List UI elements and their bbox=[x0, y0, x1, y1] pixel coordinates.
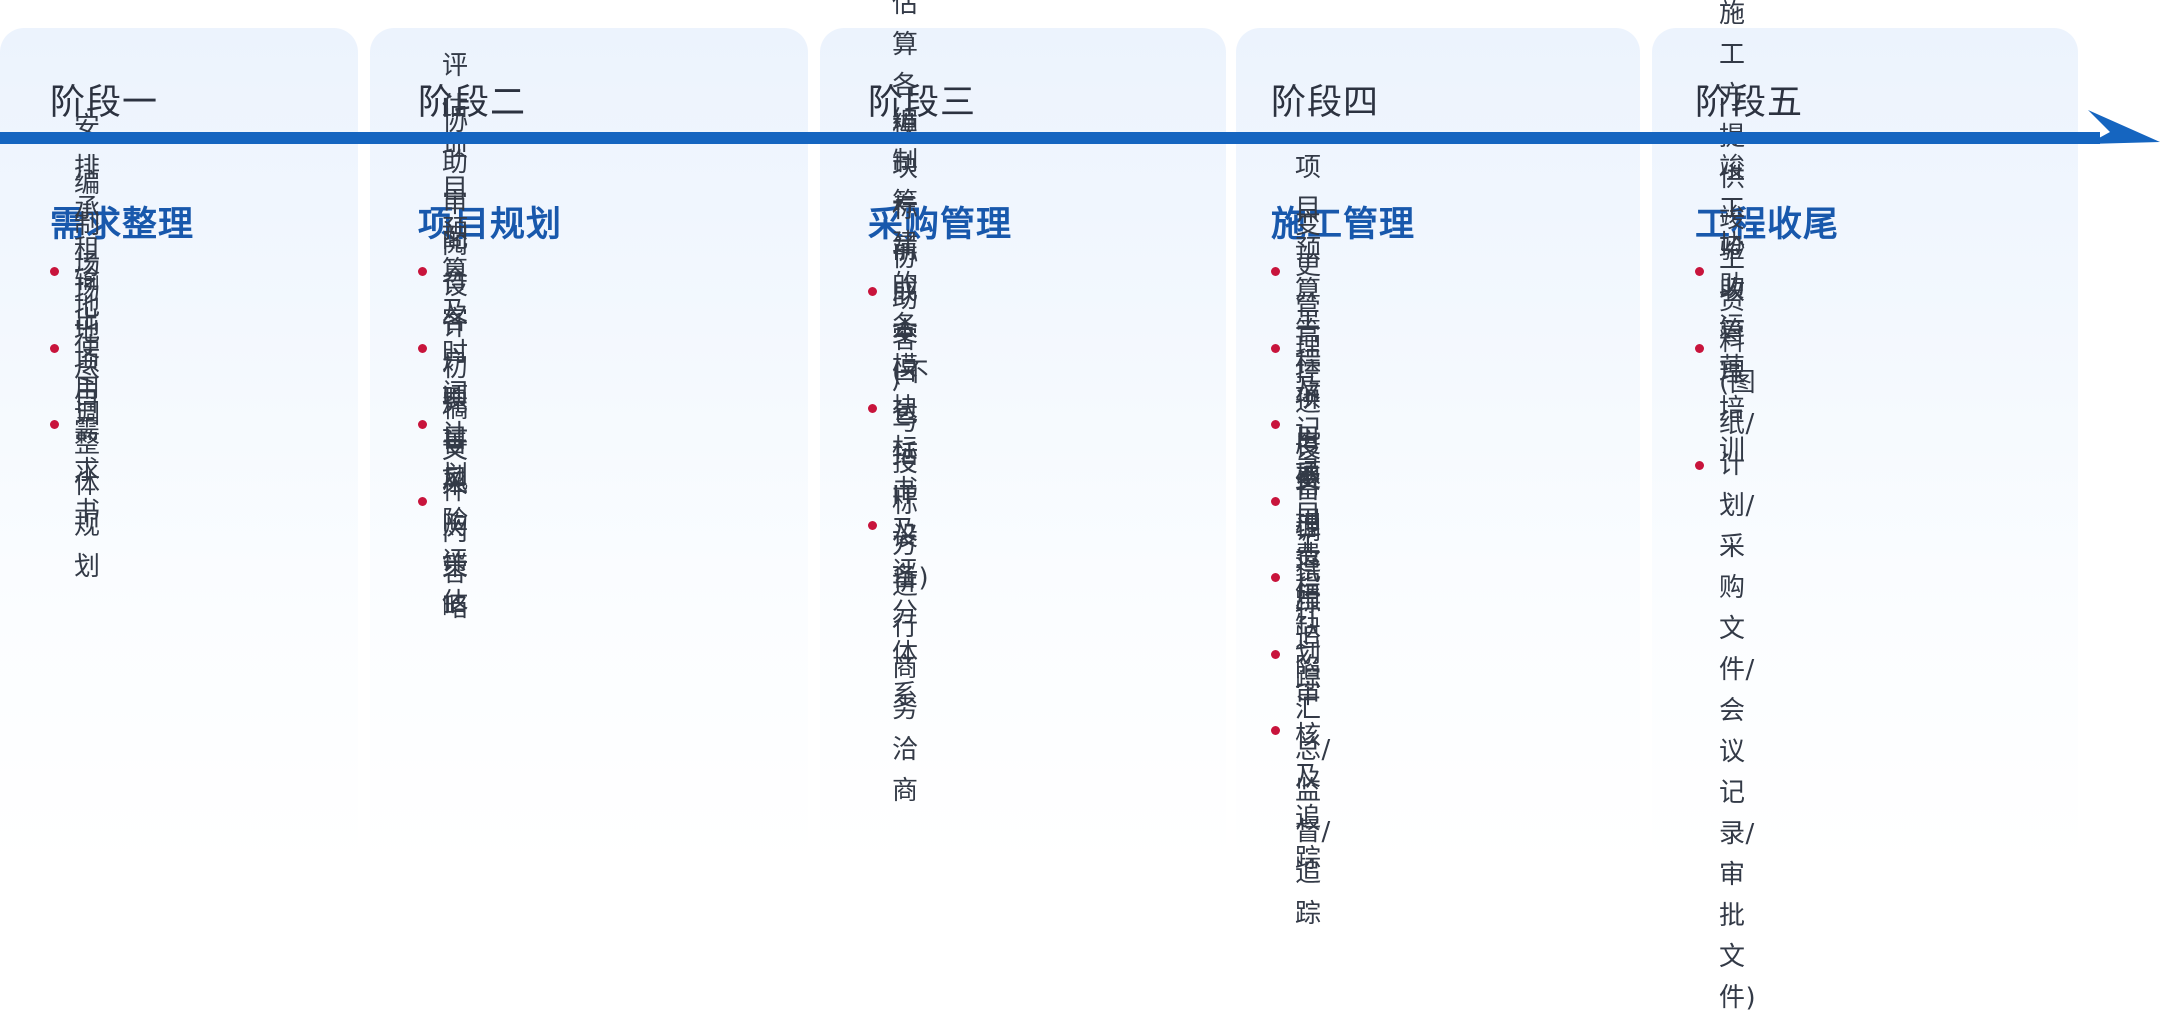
bullet-dot-icon bbox=[1695, 460, 1704, 470]
timeline-line bbox=[0, 132, 2100, 144]
item-text: 输出项目整体规划 bbox=[74, 265, 101, 582]
item-text: 编制场地使用需求书 bbox=[74, 168, 101, 527]
item-text: 工程进度管理 bbox=[1295, 306, 1322, 541]
bullet-dot-icon bbox=[418, 343, 427, 353]
stage-column-5: 阶段五 工程收尾 竣工验收管理 协助运营培训 协同施工方提供竣工资料 (图纸/计… bbox=[1652, 0, 2078, 1013]
bullet-dot-icon bbox=[1271, 343, 1280, 353]
bullet-dot-icon bbox=[1695, 343, 1704, 353]
stage-title: 采购管理 bbox=[868, 205, 1013, 245]
item-text: 编制筹建的各模块标书 及评分体系 bbox=[892, 105, 919, 710]
bullet-dot-icon bbox=[1271, 649, 1280, 659]
bullet-dot-icon bbox=[868, 520, 877, 530]
item-text: 设备调试计划审核及追踪 bbox=[1295, 433, 1322, 874]
stage-label: 阶段四 bbox=[1271, 83, 1380, 123]
item-text: 配合客户完善采购策略 bbox=[442, 224, 469, 623]
bullet-dot-icon bbox=[50, 266, 59, 276]
bullet-dot-icon bbox=[418, 266, 427, 276]
item-text: 协助运营培训 bbox=[1719, 230, 1746, 465]
stage-title: 施工管理 bbox=[1271, 205, 1416, 245]
stage-title: 项目规划 bbox=[418, 205, 563, 245]
item-text: 协助客户与投标方进行 商务洽商 bbox=[892, 243, 919, 806]
timeline-arrow bbox=[0, 110, 2160, 144]
bullet-dot-icon bbox=[868, 403, 877, 413]
item-text: 竣工验收管理 bbox=[1719, 153, 1746, 388]
bullet-dot-icon bbox=[868, 286, 877, 296]
bullet-dot-icon bbox=[1271, 266, 1280, 276]
stage-title: 工程收尾 bbox=[1695, 205, 1840, 245]
stage-column-2: 阶段二 项目规划 评估项目预算及时间计划 协助审阅设计初稿文件内容 配合客户完善… bbox=[370, 28, 808, 867]
stage-column-1: 阶段一 需求整理 安排承租场地尽调 编制场地使用需求书 输出项目整体规划 bbox=[0, 28, 358, 867]
stage-label: 阶段五 bbox=[1695, 83, 1804, 123]
bullet-dot-icon bbox=[50, 343, 59, 353]
item-text: 项目预算管控 bbox=[1295, 153, 1322, 388]
bullet-dot-icon bbox=[418, 496, 427, 506]
stage-title: 需求整理 bbox=[50, 205, 195, 245]
item-text: 项目风险评估 bbox=[442, 383, 469, 618]
bullet-dot-icon bbox=[1271, 496, 1280, 506]
bullet-dot-icon bbox=[1271, 419, 1280, 429]
item-text: 项目费用追踪 bbox=[1295, 459, 1322, 694]
item-text: 评估项目预算及时间计划 bbox=[442, 50, 469, 491]
stage-label: 阶段一 bbox=[50, 83, 159, 123]
bullet-dot-icon bbox=[1271, 725, 1280, 735]
stage-label: 阶段三 bbox=[868, 83, 977, 123]
timeline-arrowhead-icon bbox=[2088, 110, 2160, 144]
item-text: 协助审阅设计初稿文件内容 bbox=[442, 107, 469, 588]
bullet-dot-icon bbox=[1271, 572, 1280, 582]
stage-label: 阶段二 bbox=[418, 83, 527, 123]
item-text: 项目费用追踪 bbox=[1295, 383, 1322, 618]
bullet-dot-icon bbox=[418, 419, 427, 429]
bullet-dot-icon bbox=[50, 419, 59, 429]
item-text: 变更管理及记录 bbox=[1295, 209, 1322, 486]
item-text: 估算各模块标前成本 (不包括IT设备) bbox=[892, 0, 930, 593]
stage-column-3: 阶段三 采购管理 估算各模块标前成本 (不包括IT设备) 编制筹建的各模块标书 … bbox=[820, 0, 1226, 867]
bullet-dot-icon bbox=[1695, 266, 1704, 276]
stage-column-4: 阶段四 施工管理 项目预算管控 变更管理及记录 工程进度管理 项目费用追踪 项目… bbox=[1236, 28, 1640, 929]
